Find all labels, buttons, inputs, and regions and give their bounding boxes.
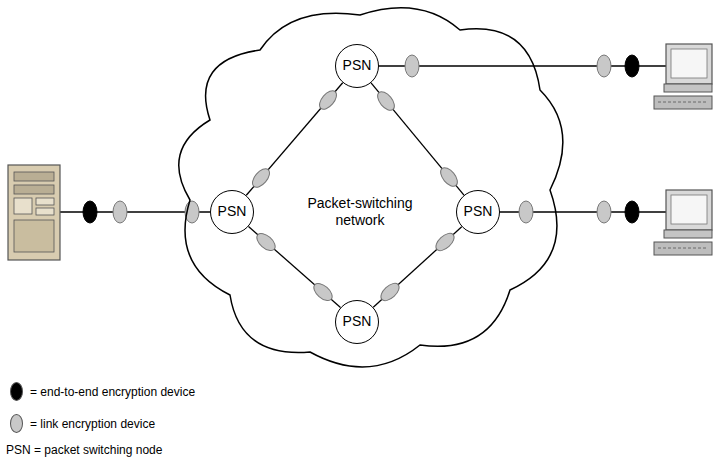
- legend-text: = link encryption device: [30, 417, 155, 431]
- computer-icon: [654, 190, 712, 255]
- psn-circle: PSN: [456, 190, 500, 234]
- psn-circle: PSN: [335, 300, 379, 344]
- end-to-end-encryption-device: [625, 201, 639, 223]
- node-label: PSN: [218, 204, 247, 219]
- link-encryption-device: [597, 55, 611, 77]
- network-link: [249, 227, 341, 308]
- access-line: [379, 65, 666, 66]
- network-cloud: Packet-switching networkPSNPSNPSNPSN: [150, 0, 570, 380]
- psn-circle: PSN: [335, 44, 379, 88]
- psn-circle: PSN: [210, 190, 254, 234]
- link-encryption-device: [437, 165, 460, 190]
- link-encryption-device: [311, 280, 335, 304]
- server-case: [8, 165, 60, 260]
- cloud-shape: [179, 8, 563, 367]
- end-to-end-encryption-device: [83, 201, 97, 223]
- link-encryption-devices: [113, 55, 611, 304]
- computer-icon: [654, 44, 712, 109]
- computer-case: [664, 84, 712, 92]
- computer-monitor: [666, 190, 712, 230]
- legend-swatch: [10, 414, 23, 433]
- network-label: Packet-switching network: [295, 195, 425, 229]
- computer-keyboard: [654, 242, 712, 255]
- link-encryption-device: [433, 230, 457, 254]
- network-link: [246, 83, 342, 196]
- server-icon: [8, 165, 60, 260]
- link-encryption-device: [254, 230, 278, 254]
- server-bay: [36, 198, 54, 205]
- link-encryption-device: [405, 55, 419, 77]
- legend-text: = end-to-end encryption device: [30, 385, 195, 399]
- link-encryption-device: [597, 201, 611, 223]
- computer-screen: [671, 49, 707, 78]
- node-label: PSN: [343, 58, 372, 73]
- link-encryption-device: [519, 201, 533, 223]
- link-encryption-device: [378, 280, 402, 304]
- network-link: [371, 83, 464, 195]
- computer-screen: [671, 195, 707, 224]
- keyboard-keys: [658, 248, 708, 249]
- server-bay: [14, 172, 54, 181]
- link-encryption-device: [316, 88, 339, 113]
- node-label: PSN: [464, 204, 493, 219]
- link-encryption-device: [113, 201, 127, 223]
- network-link: [373, 227, 461, 307]
- keyboard-keys: [658, 102, 708, 103]
- computer-case: [664, 230, 712, 238]
- link-encryption-device: [249, 166, 272, 191]
- legend-swatch: [10, 382, 23, 401]
- end-to-end-encryption-device: [625, 55, 639, 77]
- computer-monitor: [666, 44, 712, 84]
- server-bay: [14, 198, 32, 214]
- server-panel: [14, 220, 54, 252]
- note-label: PSN = packet switching node: [6, 443, 162, 457]
- server-bay: [36, 208, 54, 215]
- server-bay: [14, 185, 54, 194]
- node-label: PSN: [343, 314, 372, 329]
- computer-keyboard: [654, 96, 712, 109]
- link-encryption-device: [374, 89, 397, 114]
